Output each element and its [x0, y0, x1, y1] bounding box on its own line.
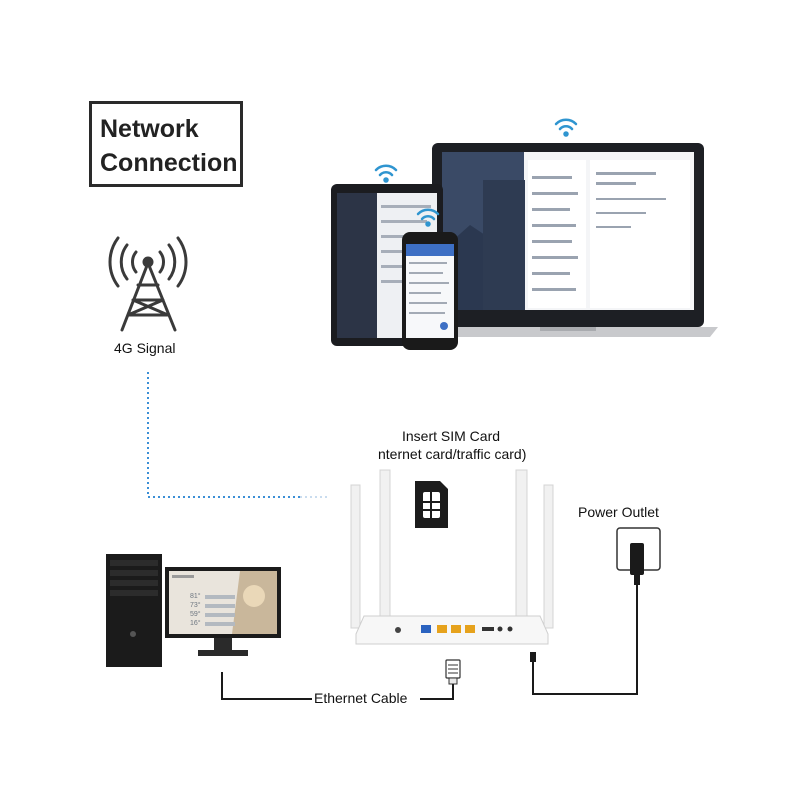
- ethernet-cable: [221, 672, 454, 700]
- reading-2: 73°: [190, 602, 201, 609]
- reading-3: 59°: [190, 611, 201, 618]
- laptop: [418, 143, 718, 337]
- title-box: [89, 101, 243, 187]
- sim-label-line-2: nternet card/traffic card): [378, 446, 527, 462]
- sim-card-icon: [415, 481, 448, 528]
- desktop-tower: [106, 554, 162, 667]
- page-title: Network Connection: [100, 112, 238, 180]
- power-outlet-label: Power Outlet: [578, 504, 659, 520]
- wifi-icon: [416, 208, 440, 227]
- router: [350, 469, 554, 645]
- smartphone: [402, 232, 458, 350]
- desktop-monitor: [165, 567, 281, 656]
- wifi-icon: [554, 118, 578, 137]
- ethernet-cable-label: Ethernet Cable: [314, 690, 408, 706]
- sim-label-line-1: Insert SIM Card: [402, 428, 501, 444]
- signal-label: 4G Signal: [114, 340, 176, 356]
- power-plug-icon: [616, 527, 661, 585]
- title-line-2: Connection: [100, 149, 238, 177]
- ethernet-plug-icon: [445, 659, 461, 685]
- reading-4: 16°: [190, 620, 201, 627]
- signal-dotted-line: [147, 372, 300, 498]
- desktop-readings: 81° 73° 59° 16°: [190, 592, 201, 628]
- cell-tower-icon: [108, 236, 188, 332]
- wifi-icon: [374, 164, 398, 183]
- title-line-1: Network: [100, 115, 199, 143]
- reading-1: 81°: [190, 593, 201, 600]
- power-cable: [532, 585, 638, 695]
